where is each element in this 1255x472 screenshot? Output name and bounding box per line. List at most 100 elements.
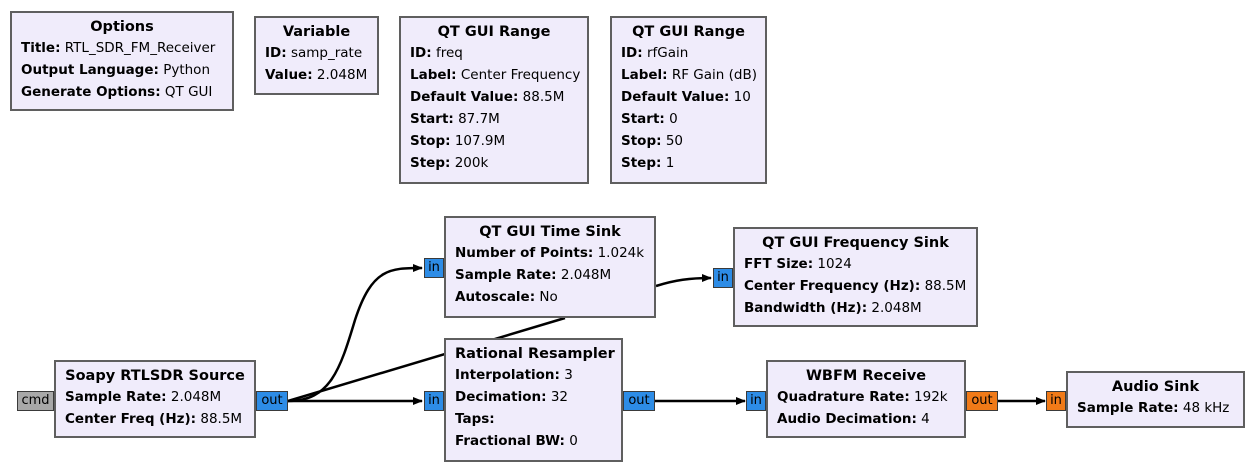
block-title: Options <box>90 19 154 35</box>
param-value: 88.5M <box>522 89 565 105</box>
param-row: Label: RF Gain (dB) <box>621 64 757 86</box>
param-row: Value: 2.048M <box>265 64 368 86</box>
param-value: 2.048M <box>871 300 922 316</box>
param-key: Default Value: <box>410 89 519 105</box>
param-value: freq <box>435 45 463 61</box>
param-key: Value: <box>265 67 313 83</box>
param-key: Autoscale: <box>455 289 536 305</box>
param-value: 2.048M <box>316 67 368 83</box>
freq-sink-block[interactable]: QT GUI Frequency Sink FFT Size: 1024 Cen… <box>733 227 978 327</box>
param-row: Center Freq (Hz): 88.5M <box>65 408 245 430</box>
wbfm-out-port[interactable]: out <box>966 391 998 411</box>
variable-block[interactable]: Variable ID: samp_rate Value: 2.048M <box>254 16 379 95</box>
param-key: Sample Rate: <box>65 389 167 405</box>
soapy-source-block[interactable]: Soapy RTLSDR Source Sample Rate: 2.048M … <box>54 360 256 438</box>
param-value: 1.024k <box>597 245 645 261</box>
options-block[interactable]: Options Title: RTL_SDR_FM_Receiver Outpu… <box>10 11 234 111</box>
param-value: samp_rate <box>290 45 363 61</box>
param-key: Start: <box>410 111 454 127</box>
audio-sink-block[interactable]: Audio Sink Sample Rate: 48 kHz <box>1066 371 1245 428</box>
resampler-out-port[interactable]: out <box>623 391 655 411</box>
param-value: 0 <box>669 111 678 127</box>
param-row: Start: 87.7M <box>410 108 578 130</box>
param-key: Title: <box>21 40 61 56</box>
param-key: ID: <box>621 45 643 61</box>
wbfm-receive-block[interactable]: WBFM Receive Quadrature Rate: 192k Audio… <box>766 360 966 438</box>
param-key: Interpolation: <box>455 367 560 383</box>
param-row: ID: samp_rate <box>265 42 368 64</box>
audio-sink-in-port[interactable]: in <box>1046 391 1066 411</box>
param-value: Python <box>163 62 210 78</box>
param-row: Autoscale: No <box>455 286 645 308</box>
param-key: Sample Rate: <box>1077 400 1179 416</box>
param-row: Sample Rate: 48 kHz <box>1077 397 1234 419</box>
param-value: 0 <box>569 433 578 449</box>
param-row: Number of Points: 1.024k <box>455 242 645 264</box>
block-title: Rational Resampler <box>455 346 615 362</box>
range-freq-block[interactable]: QT GUI Range ID: freq Label: Center Freq… <box>399 16 589 184</box>
param-row: Quadrature Rate: 192k <box>777 386 955 408</box>
param-key: Step: <box>621 155 662 171</box>
param-row: ID: rfGain <box>621 42 756 64</box>
param-row: Step: 1 <box>621 152 756 174</box>
block-title: Variable <box>282 24 351 40</box>
param-key: Output Language: <box>21 62 159 78</box>
param-row: ID: freq <box>410 42 578 64</box>
param-value: 87.7M <box>458 111 500 127</box>
param-row: Interpolation: 3 <box>455 364 612 386</box>
param-value: 50 <box>665 133 683 149</box>
freq-sink-in-port[interactable]: in <box>713 268 733 288</box>
param-value: 32 <box>550 389 569 405</box>
param-key: Label: <box>410 67 457 83</box>
param-value: RF Gain (dB) <box>671 67 757 83</box>
param-key: Taps: <box>455 411 495 427</box>
param-row: Center Frequency (Hz): 88.5M <box>744 275 967 297</box>
param-key: Number of Points: <box>455 245 594 261</box>
param-key: Stop: <box>621 133 662 149</box>
source-cmd-port[interactable]: cmd <box>17 391 54 411</box>
param-key: Generate Options: <box>21 84 161 100</box>
param-key: Center Frequency (Hz): <box>744 278 921 294</box>
block-title: Soapy RTLSDR Source <box>65 368 245 384</box>
param-row: Fractional BW: 0 <box>455 430 612 452</box>
wire-source-to-time-sink <box>287 264 423 403</box>
param-value: 107.9M <box>454 133 506 149</box>
param-key: Start: <box>621 111 665 127</box>
param-key: Stop: <box>410 133 451 149</box>
param-value: 10 <box>733 89 751 105</box>
param-value: 48 kHz <box>1182 400 1230 416</box>
param-row: Sample Rate: 2.048M <box>65 386 245 408</box>
wbfm-in-port[interactable]: in <box>746 391 766 411</box>
param-value: rfGain <box>646 45 689 61</box>
param-value: 1 <box>665 155 675 171</box>
time-sink-in-port[interactable]: in <box>424 258 444 278</box>
param-value: No <box>539 289 558 305</box>
param-value: 192k <box>914 389 948 405</box>
param-value: RTL_SDR_FM_Receiver <box>64 40 216 56</box>
param-row: Step: 200k <box>410 152 578 174</box>
param-key: Step: <box>410 155 451 171</box>
param-key: Bandwidth (Hz): <box>744 300 868 316</box>
resampler-in-port[interactable]: in <box>424 391 444 411</box>
param-key: Default Value: <box>621 89 730 105</box>
param-key: Quadrature Rate: <box>777 389 910 405</box>
param-value: 4 <box>921 411 930 427</box>
param-row: Stop: 50 <box>621 130 756 152</box>
param-value: 88.5M <box>924 278 967 294</box>
param-key: Fractional BW: <box>455 433 565 449</box>
param-row: Default Value: 88.5M <box>410 86 578 108</box>
param-value: 2.048M <box>560 267 612 283</box>
param-key: Audio Decimation: <box>777 411 917 427</box>
source-out-port[interactable]: out <box>256 391 288 411</box>
block-title: WBFM Receive <box>805 368 927 384</box>
param-value: 200k <box>454 155 489 171</box>
time-sink-block[interactable]: QT GUI Time Sink Number of Points: 1.024… <box>444 216 656 318</box>
param-value: QT GUI <box>164 84 213 100</box>
block-title: QT GUI Range <box>632 24 745 40</box>
rational-resampler-block[interactable]: Rational Resampler Interpolation: 3 Deci… <box>444 338 623 462</box>
param-key: Label: <box>621 67 668 83</box>
param-value: Center Frequency <box>460 67 581 83</box>
block-title: Audio Sink <box>1111 379 1200 395</box>
range-gain-block[interactable]: QT GUI Range ID: rfGain Label: RF Gain (… <box>610 16 767 184</box>
param-row: Default Value: 10 <box>621 86 756 108</box>
